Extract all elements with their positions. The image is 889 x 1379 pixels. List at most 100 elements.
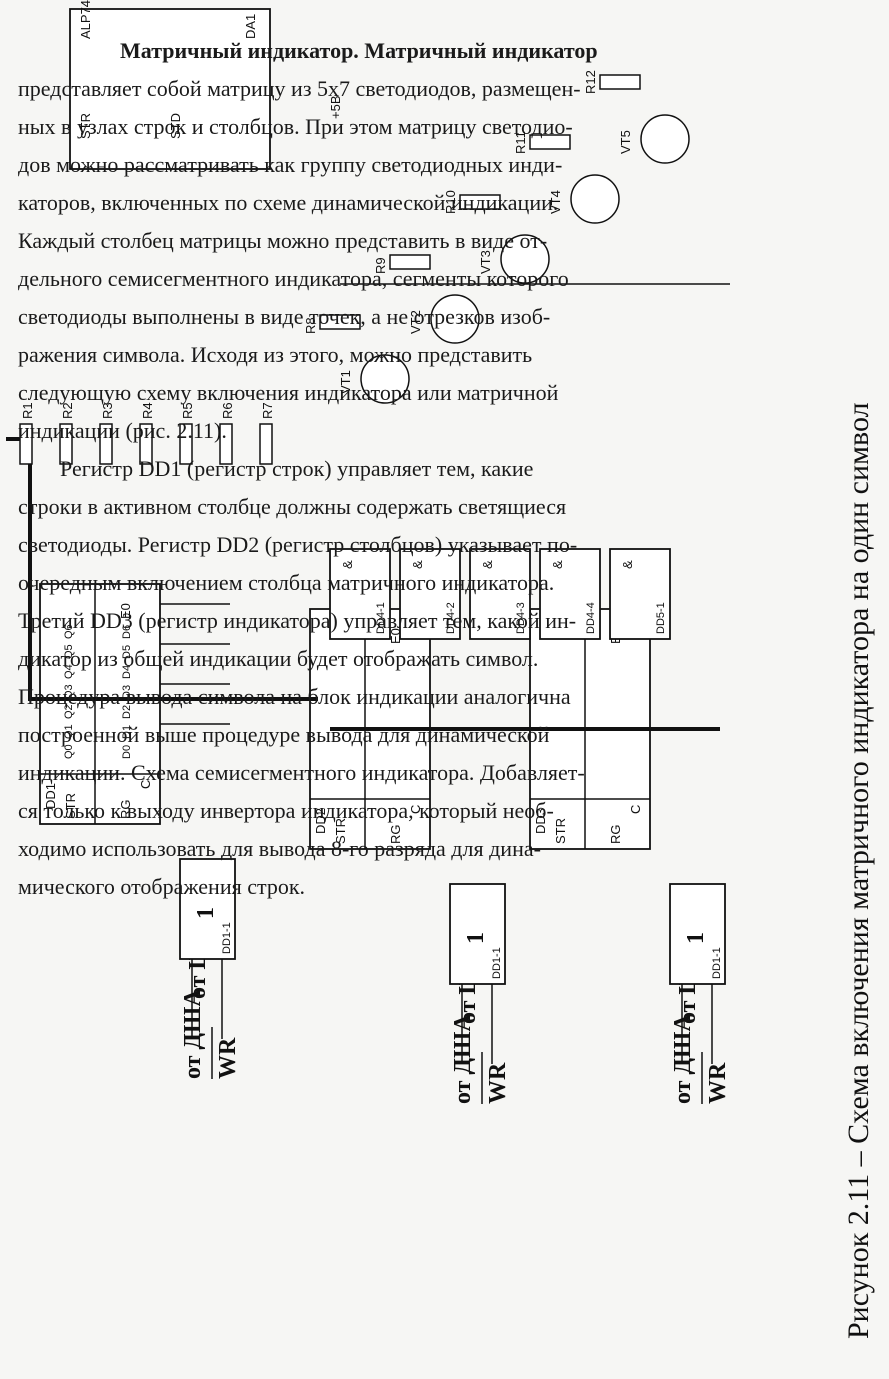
svg-text:Q1: Q1 bbox=[63, 724, 75, 739]
paragraph-block: Матричный индикатор. Матричный индикатор… bbox=[18, 38, 598, 899]
and-gate-column: DD4-1 DD4-2 DD4-3 DD4-4 DD5-1 & & & & & bbox=[329, 548, 671, 640]
resistor-bank-r1-r7: R1 R2 R3 R4 R5 R6 R7 bbox=[19, 402, 275, 465]
svg-text:R1: R1 bbox=[20, 402, 35, 419]
reg-str: STR bbox=[553, 818, 568, 844]
svg-text:R4: R4 bbox=[140, 402, 155, 419]
gate-one: 1 bbox=[463, 932, 489, 944]
reg-name: DD1 bbox=[43, 783, 58, 809]
svg-text:VT1: VT1 bbox=[338, 370, 353, 394]
svg-text:D6: D6 bbox=[121, 625, 133, 639]
text-line: светодиоды выполнены в виде точек, а не … bbox=[18, 304, 550, 329]
resistor-r2 bbox=[59, 423, 73, 465]
text-line: строки в активном столбце должны содержа… bbox=[18, 494, 566, 519]
resistor-r11 bbox=[529, 134, 571, 150]
svg-text:Q3: Q3 bbox=[63, 684, 75, 699]
svg-text:&: & bbox=[410, 560, 425, 569]
reg-c: C bbox=[138, 780, 153, 789]
text-line: ходимо использовать для вывода 8-го разр… bbox=[18, 836, 541, 861]
text-line: дикатор из общей индикации будет отображ… bbox=[18, 646, 538, 671]
resistor-r10 bbox=[459, 194, 501, 210]
text-line: мического отображения строк. bbox=[18, 874, 305, 899]
text-line: очередным включением столбца матричного … bbox=[18, 570, 554, 595]
gate-dd1-1 bbox=[669, 883, 726, 985]
gate-name: DD1-1 bbox=[711, 947, 723, 979]
transistor-vt4 bbox=[570, 174, 620, 224]
matrix-indicator-da1 bbox=[69, 8, 271, 170]
and-dd4-3 bbox=[469, 548, 531, 640]
svg-text:&: & bbox=[620, 560, 635, 569]
text-line: ражения символа. Исходя из этого, можно … bbox=[18, 342, 532, 367]
transistor-vt1 bbox=[360, 354, 410, 404]
text-line: построенной выше процедуре вывода для ди… bbox=[18, 722, 550, 747]
label-ot-dsha: от ДША bbox=[180, 989, 206, 1079]
text-line: ся только к выходу инвертора индикатора,… bbox=[18, 798, 554, 823]
text-line: Третий DD3 (регистр индикатора) управляе… bbox=[18, 608, 576, 633]
svg-text:DD4-3: DD4-3 bbox=[515, 602, 527, 634]
resistor-r7 bbox=[259, 423, 273, 465]
svg-text:R8: R8 bbox=[303, 317, 318, 334]
label-wr: WR bbox=[215, 1037, 241, 1079]
svg-text:DA1: DA1 bbox=[243, 14, 258, 39]
svg-text:DD5-1: DD5-1 bbox=[655, 602, 667, 634]
text-line: представляет собой матрицу из 5x7 светод… bbox=[18, 76, 581, 101]
reg-rg: RG bbox=[388, 825, 403, 845]
svg-text:&: & bbox=[480, 560, 495, 569]
svg-text:R3: R3 bbox=[100, 402, 115, 419]
svg-text:VT5: VT5 bbox=[618, 130, 633, 154]
and-dd4-1 bbox=[329, 548, 391, 640]
svg-text:R7: R7 bbox=[260, 402, 275, 419]
thick-bus bbox=[6, 437, 318, 701]
resistor-r3 bbox=[99, 423, 113, 465]
svg-text:R11: R11 bbox=[513, 131, 528, 154]
svg-text:D1: D1 bbox=[121, 725, 133, 739]
resistor-r8 bbox=[319, 314, 361, 330]
register-dd1 bbox=[39, 583, 161, 825]
text-line: дельного семисегментного индикатора, сег… bbox=[18, 266, 569, 291]
reg-d-inputs: D0 D1 D2 D3 D4 D5 D6 bbox=[121, 625, 133, 759]
resistor-r6 bbox=[219, 423, 233, 465]
label-wr: WR bbox=[705, 1062, 731, 1104]
svg-text:D4: D4 bbox=[121, 665, 133, 679]
reg-q-outputs: Q0 Q1 Q2 Q3 Q4 Q5 Q6 bbox=[63, 624, 75, 759]
gate-name: DD1-1 bbox=[221, 922, 233, 954]
svg-text:R6: R6 bbox=[220, 402, 235, 419]
svg-text:&: & bbox=[550, 560, 565, 569]
reg-str: STR bbox=[63, 793, 78, 819]
svg-text:&: & bbox=[340, 560, 355, 569]
text-line: Регистр DD1 (регистр строк) управляет те… bbox=[60, 456, 533, 481]
text-line: следующую схему включения индикатора или… bbox=[18, 380, 559, 405]
text-line: Каждый столбец матрицы можно представить… bbox=[18, 228, 547, 253]
svg-text:R2: R2 bbox=[60, 402, 75, 419]
text-line: дов можно рассматривать как группу свето… bbox=[18, 152, 562, 177]
svg-text:Q0: Q0 bbox=[63, 744, 75, 759]
svg-text:VT2: VT2 bbox=[408, 310, 423, 334]
svg-text:R12: R12 bbox=[583, 70, 598, 94]
svg-text:DD4-2: DD4-2 bbox=[445, 602, 457, 634]
gate-one: 1 bbox=[683, 932, 709, 944]
resistor-r4 bbox=[139, 423, 153, 465]
gate-dd1-1 bbox=[179, 858, 236, 960]
svg-text:D3: D3 bbox=[121, 685, 133, 699]
text-line: Матричный индикатор. Матричный индикатор bbox=[120, 38, 598, 63]
gate-one: 1 bbox=[193, 907, 219, 919]
reg-c: C bbox=[408, 805, 423, 814]
text-line: Процедура вывода символа на блок индикац… bbox=[18, 684, 571, 709]
and-dd4-2 bbox=[399, 548, 461, 640]
reg-str: STR bbox=[333, 818, 348, 844]
svg-text:DD4-4: DD4-4 bbox=[585, 602, 597, 634]
and-dd5-1 bbox=[609, 548, 671, 640]
svg-text:DD4-1: DD4-1 bbox=[375, 602, 387, 634]
reg-name: DD2 bbox=[313, 808, 328, 834]
svg-text:R5: R5 bbox=[180, 402, 195, 419]
transistor-vt3 bbox=[500, 234, 550, 284]
text-line: индикации. Схема семисегментного индикат… bbox=[18, 760, 585, 785]
gate-name: DD1-1 bbox=[491, 947, 503, 979]
figure-caption: Рисунок 2.11 – Схема включения матричног… bbox=[842, 402, 875, 1339]
svg-text:D0: D0 bbox=[121, 745, 133, 759]
transistor-vt5 bbox=[640, 114, 690, 164]
svg-text:STD: STD bbox=[168, 113, 183, 139]
svg-text:Q5: Q5 bbox=[63, 644, 75, 659]
text-line: светодиоды. Регистр DD2 (регистр столбцо… bbox=[18, 532, 577, 557]
svg-text:Q2: Q2 bbox=[63, 704, 75, 719]
